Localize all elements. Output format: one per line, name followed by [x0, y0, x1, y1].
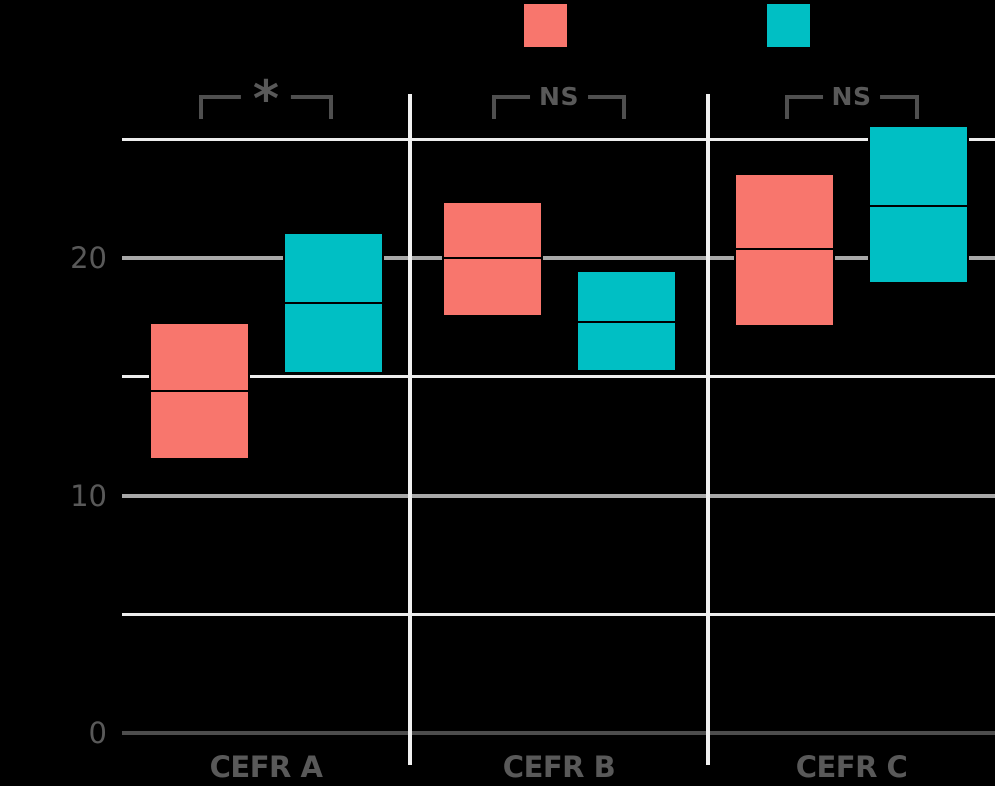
gridline-major — [122, 493, 995, 498]
box-teal-cefr-c — [868, 125, 969, 285]
legend-swatch-coral-icon — [524, 4, 567, 47]
gridline-major — [122, 256, 995, 260]
median-line-teal-2 — [575, 321, 677, 324]
significance-label: NS — [822, 84, 881, 110]
x-axis-label: CEFR A — [209, 750, 323, 784]
y-tick-label: 20 — [70, 241, 107, 275]
significance-bracket-tick-left — [199, 95, 203, 119]
zero-line — [122, 731, 995, 735]
median-line-teal-3 — [868, 204, 969, 207]
box-coral-cefr-b — [441, 201, 543, 318]
median-line-teal-1 — [282, 302, 384, 305]
legend-swatch-teal-icon — [767, 4, 810, 47]
significance-bracket-tick-right — [329, 95, 333, 119]
significance-bracket-tick-right — [622, 95, 626, 119]
box-teal-cefr-b — [575, 269, 677, 372]
significance-label: * — [240, 74, 292, 124]
x-axis-label: CEFR B — [502, 750, 616, 784]
significance-bracket-tick-left — [784, 95, 789, 119]
y-tick-label: 0 — [88, 716, 107, 750]
significance-bracket-tick-right — [914, 95, 919, 119]
gridline-minor — [122, 375, 995, 379]
box-coral-cefr-c — [734, 172, 835, 327]
median-line-coral-2 — [441, 257, 543, 259]
category-separator — [706, 94, 710, 765]
gridline-minor — [122, 137, 995, 141]
significance-label: NS — [530, 84, 588, 110]
median-line-coral-1 — [148, 390, 250, 392]
category-separator — [408, 94, 412, 765]
median-line-coral-3 — [734, 247, 835, 250]
x-axis-label: CEFR C — [795, 750, 908, 784]
y-tick-label: 10 — [70, 478, 107, 513]
gridline-minor — [122, 612, 995, 616]
significance-bracket-tick-left — [492, 95, 496, 119]
